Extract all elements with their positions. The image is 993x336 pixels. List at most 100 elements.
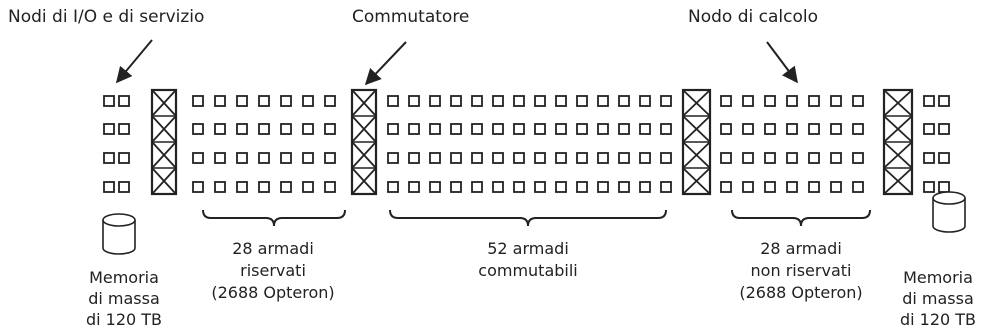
io-node-right bbox=[938, 152, 950, 164]
compute-node-label: Nodo di calcolo bbox=[688, 7, 818, 27]
compute-node-reserved bbox=[258, 95, 270, 107]
unreserved-line-1: 28 armadi bbox=[760, 239, 842, 258]
compute-node-reserved bbox=[258, 181, 270, 193]
switchable-brace bbox=[389, 209, 667, 227]
switch-label: Commutatore bbox=[352, 7, 469, 27]
unreserved-line-3: (2688 Opteron) bbox=[739, 283, 862, 302]
compute-node-switchable bbox=[618, 123, 630, 135]
compute-node-switchable bbox=[660, 95, 672, 107]
compute-node-switchable bbox=[534, 181, 546, 193]
compute-node-switchable bbox=[576, 95, 588, 107]
compute-node-switchable bbox=[408, 95, 420, 107]
compute-node-unreserved bbox=[742, 123, 754, 135]
storage-right-icon bbox=[932, 191, 966, 233]
switch-column-3 bbox=[681, 88, 712, 196]
compute-node-switchable bbox=[408, 123, 420, 135]
reserved-line-2: riservati bbox=[240, 261, 306, 280]
switch-column-4 bbox=[882, 88, 914, 196]
compute-node-switchable bbox=[534, 95, 546, 107]
storage-left-line-3: di 120 TB bbox=[86, 310, 162, 329]
compute-node-unreserved bbox=[764, 123, 776, 135]
compute-node-switchable bbox=[387, 181, 399, 193]
compute-node-unreserved bbox=[742, 181, 754, 193]
compute-node-unreserved bbox=[720, 123, 732, 135]
compute-node-unreserved bbox=[830, 152, 842, 164]
compute-node-switchable bbox=[408, 181, 420, 193]
io-node-left bbox=[118, 181, 130, 193]
compute-node-reserved bbox=[192, 152, 204, 164]
compute-node-reserved bbox=[236, 95, 248, 107]
compute-node-switchable bbox=[597, 95, 609, 107]
compute-node-switchable bbox=[387, 123, 399, 135]
compute-node-switchable bbox=[639, 95, 651, 107]
io-node-left bbox=[103, 181, 115, 193]
reserved-group-label: 28 armadi riservati (2688 Opteron) bbox=[211, 239, 334, 302]
compute-node-switchable bbox=[639, 181, 651, 193]
compute-node-switchable bbox=[492, 95, 504, 107]
compute-node-unreserved bbox=[764, 181, 776, 193]
compute-node-switchable bbox=[387, 95, 399, 107]
compute-node-unreserved bbox=[852, 181, 864, 193]
storage-left-line-1: Memoria bbox=[89, 268, 159, 287]
switch-column-2 bbox=[350, 88, 378, 196]
switch-arrow bbox=[364, 41, 407, 86]
compute-node-switchable bbox=[471, 95, 483, 107]
compute-node-switchable bbox=[513, 181, 525, 193]
compute-node-unreserved bbox=[808, 181, 820, 193]
switchable-group-label: 52 armadi commutabili bbox=[478, 239, 577, 280]
compute-node-switchable bbox=[576, 181, 588, 193]
compute-node-unreserved bbox=[786, 123, 798, 135]
compute-node-switchable bbox=[597, 181, 609, 193]
compute-node-switchable bbox=[555, 123, 567, 135]
compute-node-switchable bbox=[576, 152, 588, 164]
compute-node-reserved bbox=[258, 152, 270, 164]
compute-node-switchable bbox=[597, 123, 609, 135]
compute-node-switchable bbox=[471, 123, 483, 135]
io-node-right bbox=[923, 123, 935, 135]
compute-node-switchable bbox=[429, 181, 441, 193]
compute-node-reserved bbox=[280, 95, 292, 107]
compute-node-switchable bbox=[660, 123, 672, 135]
compute-node-reserved bbox=[214, 152, 226, 164]
compute-node-unreserved bbox=[720, 181, 732, 193]
compute-node-unreserved bbox=[786, 152, 798, 164]
io-node-right bbox=[923, 95, 935, 107]
compute-node-switchable bbox=[450, 123, 462, 135]
compute-node-unreserved bbox=[786, 95, 798, 107]
io-node-left bbox=[103, 152, 115, 164]
compute-node-switchable bbox=[618, 181, 630, 193]
switch-column-1 bbox=[150, 88, 178, 196]
storage-right-line-2: di massa bbox=[902, 289, 974, 308]
compute-node-reserved bbox=[324, 123, 336, 135]
compute-node-reserved bbox=[236, 152, 248, 164]
compute-node-reserved bbox=[214, 95, 226, 107]
compute-node-switchable bbox=[492, 181, 504, 193]
compute-node-unreserved bbox=[720, 152, 732, 164]
compute-node-reserved bbox=[214, 181, 226, 193]
compute-node-unreserved bbox=[852, 95, 864, 107]
io-nodes-arrow bbox=[115, 39, 153, 84]
compute-node-switchable bbox=[639, 152, 651, 164]
storage-right-label: Memoria di massa di 120 TB bbox=[900, 268, 976, 329]
compute-node-reserved bbox=[302, 95, 314, 107]
unreserved-group-label: 28 armadi non riservati (2688 Opteron) bbox=[739, 239, 862, 302]
compute-node-switchable bbox=[429, 152, 441, 164]
compute-node-switchable bbox=[450, 95, 462, 107]
compute-node-reserved bbox=[302, 152, 314, 164]
io-node-right bbox=[923, 152, 935, 164]
io-node-right bbox=[938, 181, 950, 193]
compute-node-switchable bbox=[597, 152, 609, 164]
compute-node-unreserved bbox=[830, 181, 842, 193]
io-nodes-label: Nodi di I/O e di servizio bbox=[8, 7, 204, 27]
compute-node-unreserved bbox=[720, 95, 732, 107]
compute-node-switchable bbox=[492, 123, 504, 135]
compute-node-switchable bbox=[513, 123, 525, 135]
compute-node-unreserved bbox=[808, 152, 820, 164]
compute-node-reserved bbox=[192, 95, 204, 107]
compute-node-switchable bbox=[450, 152, 462, 164]
compute-node-reserved bbox=[324, 181, 336, 193]
compute-node-reserved bbox=[280, 152, 292, 164]
io-node-right bbox=[923, 181, 935, 193]
compute-node-reserved bbox=[302, 123, 314, 135]
io-node-right bbox=[938, 95, 950, 107]
